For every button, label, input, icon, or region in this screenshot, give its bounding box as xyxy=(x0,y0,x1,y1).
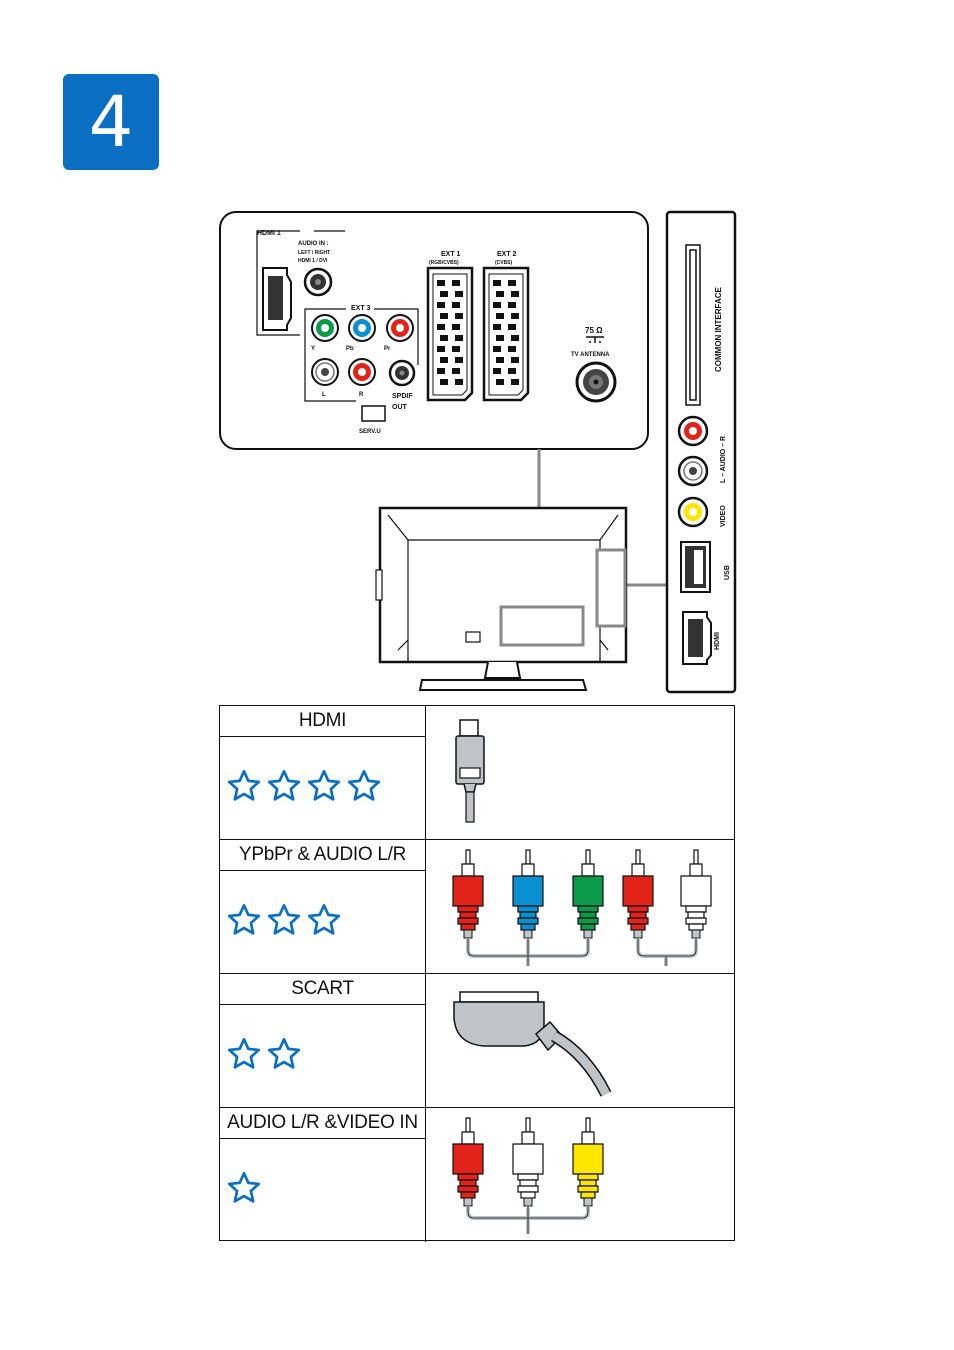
audio-in-label: AUDIO IN : xyxy=(298,241,329,247)
side-video-jack-icon xyxy=(677,496,709,528)
rca-plug-icon xyxy=(572,849,604,939)
side-audio-label: L – AUDIO – R xyxy=(720,436,727,483)
star-rating xyxy=(226,902,342,938)
hdmi1-bracket xyxy=(256,230,300,336)
component-pr-jack-icon xyxy=(386,314,414,342)
scart-plug-icon xyxy=(453,991,612,1097)
side-connector-highlight xyxy=(595,548,627,628)
ext3-label: EXT 3 xyxy=(351,305,371,312)
ext2-sub-label: (CVBS) xyxy=(495,260,513,266)
connection-title: HDMI xyxy=(220,706,425,737)
hdmi1-label: HDMI 1 xyxy=(257,230,281,237)
star-icon xyxy=(227,903,261,935)
spdif-out-jack-icon xyxy=(388,359,416,387)
r-label: R xyxy=(359,392,364,398)
star-icon xyxy=(267,1037,301,1069)
table-row: HDMI xyxy=(220,706,734,840)
scart-ext1-port-icon xyxy=(426,266,474,402)
side-hdmi-port-icon xyxy=(682,611,712,665)
rca-plug-icon xyxy=(512,849,544,939)
star-rating xyxy=(226,1170,262,1206)
composite-rca-cable-icon xyxy=(452,1117,604,1234)
component-rca-cable-icon xyxy=(452,849,712,966)
scart-ext2-port-icon xyxy=(482,266,530,402)
ext1-sub-label: (RGB/CVBS) xyxy=(429,260,459,266)
antenna-symbol-icon xyxy=(586,336,604,343)
component-y-jack-icon xyxy=(311,314,339,342)
ohm-label: 75 Ω xyxy=(585,326,603,335)
spdif-out-label: OUT xyxy=(392,404,408,411)
component-pb-jack-icon xyxy=(348,314,376,342)
pr-label: Pr xyxy=(384,346,391,352)
side-usb-port-icon xyxy=(680,541,711,593)
table-row: SCART xyxy=(220,974,734,1108)
rear-hdmi-port-icon xyxy=(262,267,292,331)
connection-title: YPbPr & AUDIO L/R xyxy=(220,840,425,871)
rca-plug-icon xyxy=(622,849,654,939)
common-interface-label: COMMON INTERFACE xyxy=(714,286,723,372)
connection-title: AUDIO L/R &VIDEO IN xyxy=(220,1108,425,1139)
side-video-label: VIDEO xyxy=(720,505,727,527)
serv-u-label: SERV.U xyxy=(359,429,381,435)
rca-plug-icon xyxy=(452,849,484,939)
serv-u-port-icon xyxy=(361,405,386,422)
audio-in-lr-label: LEFT / RIGHT xyxy=(298,250,330,256)
tv-connections-diagram: HDMI 1 AUDIO IN : LEFT / RIGHT HDMI 1 / … xyxy=(219,210,737,694)
ext1-label: EXT 1 xyxy=(441,251,461,258)
star-icon xyxy=(267,903,301,935)
table-row: YPbPr & AUDIO L/R xyxy=(220,840,734,974)
spdif-label: SPDIF xyxy=(392,393,413,400)
l-label: L xyxy=(322,392,326,398)
audio-l-jack-icon xyxy=(311,358,339,386)
rca-plug-icon xyxy=(452,1117,484,1207)
side-hdmi-label: HDMI xyxy=(714,632,721,650)
star-icon xyxy=(347,769,381,801)
star-rating xyxy=(226,1036,302,1072)
rca-plug-icon xyxy=(572,1117,604,1207)
audio-in-hdmi-label: HDMI 1 / DVI xyxy=(298,258,328,264)
tv-rear-view xyxy=(375,506,628,691)
star-icon xyxy=(227,769,261,801)
antenna-label: TV ANTENNA xyxy=(571,352,610,358)
pb-label: Pb xyxy=(346,346,354,352)
rca-plug-icon xyxy=(680,849,712,939)
connection-title: SCART xyxy=(220,974,425,1005)
star-icon xyxy=(307,769,341,801)
table-row: AUDIO L/R &VIDEO IN xyxy=(220,1108,734,1242)
ext3-bracket xyxy=(304,308,356,402)
star-rating xyxy=(226,768,382,804)
star-icon xyxy=(227,1037,261,1069)
side-usb-label: USB xyxy=(724,565,731,580)
side-audio-l-jack-icon xyxy=(677,455,709,487)
star-icon xyxy=(227,1171,261,1203)
hdmi-plug-icon xyxy=(455,719,485,823)
ext2-label: EXT 2 xyxy=(497,251,517,258)
star-icon xyxy=(307,903,341,935)
common-interface-slot-icon xyxy=(685,244,701,406)
audio-in-jack-icon xyxy=(303,267,333,297)
rear-connector-highlight xyxy=(499,605,585,647)
y-label: Y xyxy=(311,346,315,352)
rca-plug-icon xyxy=(512,1117,544,1207)
step-number-badge: 4 xyxy=(63,74,159,170)
connection-quality-table: HDMI YPbPr & AUDIO L/R xyxy=(219,705,735,1242)
audio-r-jack-icon xyxy=(348,358,376,386)
side-audio-r-jack-icon xyxy=(677,415,709,447)
star-icon xyxy=(267,769,301,801)
antenna-port-icon xyxy=(575,361,617,403)
